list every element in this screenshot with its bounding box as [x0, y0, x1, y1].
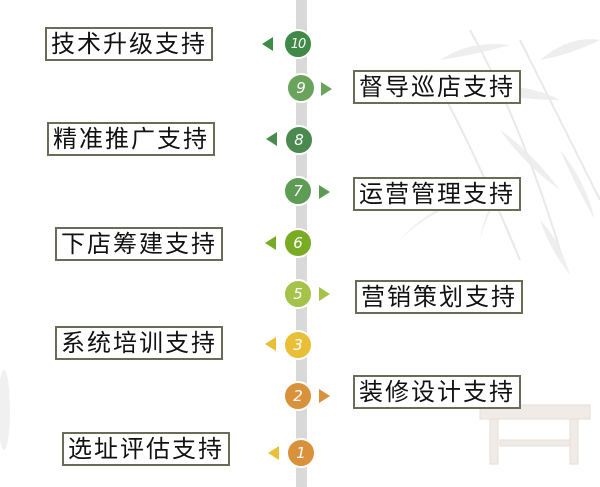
step-6-label: 下店筹建支持 [55, 227, 223, 261]
arrow-left-icon [266, 132, 277, 146]
step-7-badge: 7 [283, 176, 313, 206]
step-3-label: 系统培训支持 [55, 326, 223, 360]
arrow-right-icon [321, 82, 332, 96]
step-9-badge: 9 [286, 73, 316, 103]
step-8-badge: 8 [284, 125, 314, 155]
step-8-label: 精准推广支持 [47, 122, 215, 156]
step-10-badge: 10 [283, 29, 313, 59]
step-5-badge: 5 [283, 279, 313, 309]
step-7-label: 运营管理支持 [353, 177, 521, 211]
arrow-right-icon [319, 287, 330, 301]
step-9-label: 督导巡店支持 [353, 70, 521, 104]
step-2-label: 装修设计支持 [353, 375, 521, 409]
arrow-left-icon [265, 337, 276, 351]
arrow-left-icon [265, 236, 276, 250]
step-10-label: 技术升级支持 [45, 27, 213, 61]
step-2-badge: 2 [283, 381, 313, 411]
step-1-badge: 1 [286, 438, 316, 468]
arrow-left-icon [262, 37, 273, 51]
arrow-right-icon [319, 185, 330, 199]
step-3-badge: 3 [283, 330, 313, 360]
step-5-label: 营销策划支持 [355, 280, 523, 314]
step-1-label: 选址评估支持 [62, 432, 230, 466]
step-6-badge: 6 [283, 228, 313, 258]
arrow-right-icon [319, 389, 330, 403]
arrow-left-icon [268, 446, 279, 460]
